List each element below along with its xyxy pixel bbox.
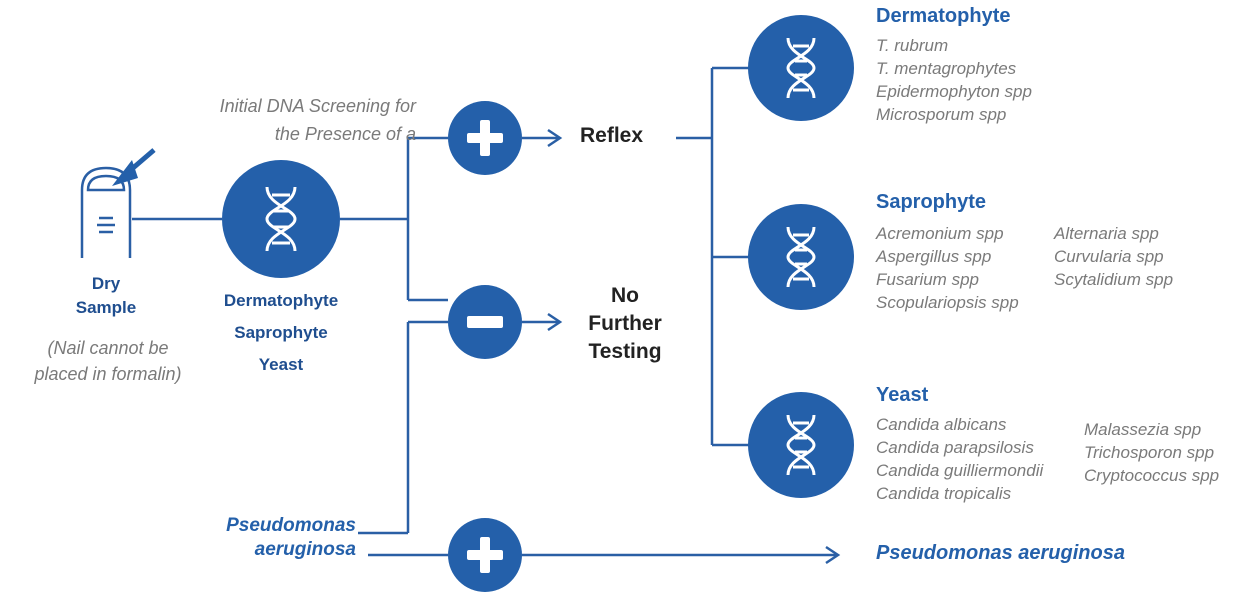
finger-nail-icon <box>80 166 132 258</box>
list-item: Malassezia spp <box>1084 420 1202 439</box>
screening-targets: Dermatophyte Saprophyte Yeast <box>223 291 339 374</box>
reflex-label: Reflex <box>580 124 644 147</box>
dermatophyte-dna-circle <box>748 15 854 121</box>
saprophyte-dna-circle <box>748 204 854 310</box>
list-item: T. rubrum <box>876 36 949 55</box>
list-item: Candida guilliermondii <box>876 461 1044 480</box>
dermatophyte-title: Dermatophyte <box>876 5 1011 27</box>
pseudomonas-left-label: Pseudomonas aeruginosa <box>226 515 356 560</box>
pointer-arrow-icon <box>112 148 156 186</box>
yeast-list-col1: Candida albicans Candida parapsilosis Ca… <box>876 413 1043 505</box>
yeast-dna-circle <box>748 392 854 498</box>
list-item: Aspergillus spp <box>876 247 992 266</box>
list-item: Cryptococcus spp <box>1084 466 1220 485</box>
list-item: Candida albicans <box>876 415 1007 434</box>
list-item: Epidermophyton spp <box>876 82 1032 101</box>
saprophyte-title: Saprophyte <box>876 191 987 213</box>
list-item: Fusarium spp <box>876 270 979 289</box>
negative-minus-icon <box>448 285 522 359</box>
yeast-title: Yeast <box>876 384 929 406</box>
list-item: Alternaria spp <box>1054 224 1159 243</box>
list-item: Candida tropicalis <box>876 484 1012 503</box>
yeast-list-col2: Malassezia spp Trichosporon spp Cryptoco… <box>1084 418 1219 487</box>
list-item: Scopulariopsis spp <box>876 293 1019 312</box>
no-further-testing-label: No Further Testing <box>588 284 662 363</box>
sample-note: (Nail cannot be placed in formalin) <box>34 338 182 384</box>
pseudomonas-plus-icon <box>448 518 522 592</box>
list-item: Candida parapsilosis <box>876 438 1034 457</box>
positive-plus-icon <box>448 101 522 175</box>
list-item: Microsporum spp <box>876 105 1007 124</box>
screening-caption: Initial DNA Screening for the Presence o… <box>219 96 416 144</box>
screening-dna-circle <box>222 160 340 278</box>
dermatophyte-list: T. rubrum T. mentagrophytes Epidermophyt… <box>876 34 1032 126</box>
list-item: T. mentagrophytes <box>876 59 1017 78</box>
pseudomonas-result-label: Pseudomonas aeruginosa <box>876 542 1125 564</box>
list-item: Trichosporon spp <box>1084 443 1215 462</box>
list-item: Scytalidium spp <box>1054 270 1174 289</box>
saprophyte-list-col1: Acremonium spp Aspergillus spp Fusarium … <box>876 222 1019 314</box>
list-item: Curvularia spp <box>1054 247 1164 266</box>
list-item: Acremonium spp <box>876 224 1004 243</box>
sample-label: Dry Sample <box>75 274 137 317</box>
saprophyte-list-col2: Alternaria spp Curvularia spp Scytalidiu… <box>1054 222 1173 291</box>
